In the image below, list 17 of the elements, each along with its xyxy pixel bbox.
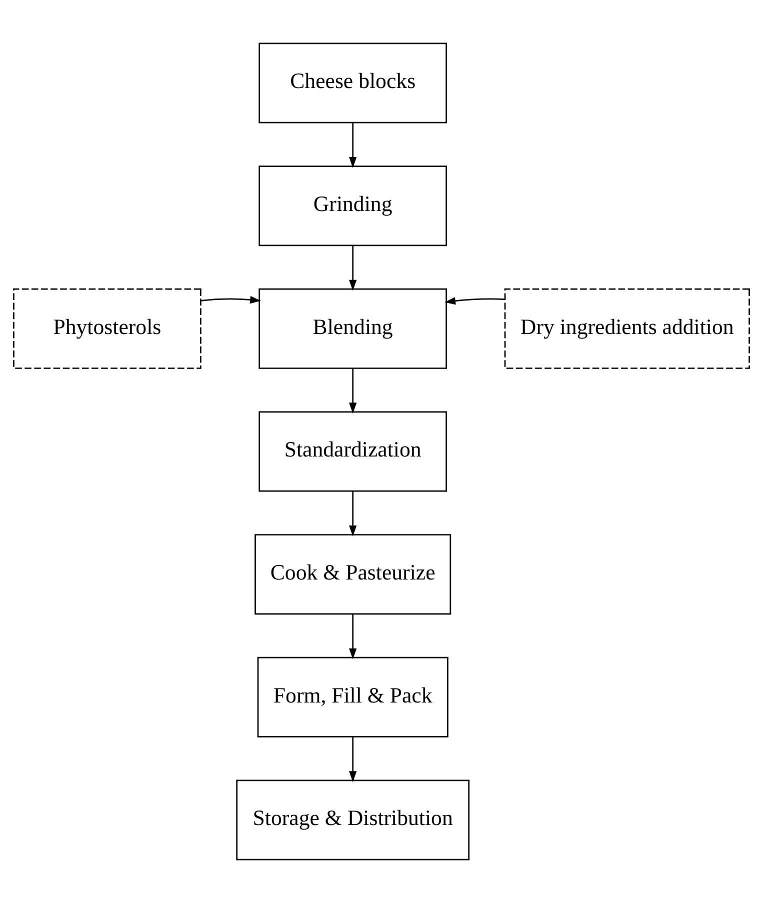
arrow xyxy=(444,297,505,305)
arrow xyxy=(349,492,357,536)
node-box: Standardization xyxy=(258,411,447,492)
node-box: Storage & Distribution xyxy=(236,780,470,860)
node-box: Cook & Pasteurize xyxy=(254,534,452,615)
arrow xyxy=(349,368,357,414)
arrow xyxy=(349,737,357,782)
node-box: Grinding xyxy=(258,166,447,246)
arrow xyxy=(349,123,357,168)
node-box: Blending xyxy=(258,288,447,369)
node-box: Cheese blocks xyxy=(258,42,447,124)
arrow xyxy=(349,614,357,660)
node-box: Phytosterols xyxy=(13,288,202,369)
arrow xyxy=(200,296,262,304)
arrow xyxy=(349,246,357,291)
node-box: Form, Fill & Pack xyxy=(257,656,448,738)
node-box: Dry ingredients addition xyxy=(504,288,750,369)
